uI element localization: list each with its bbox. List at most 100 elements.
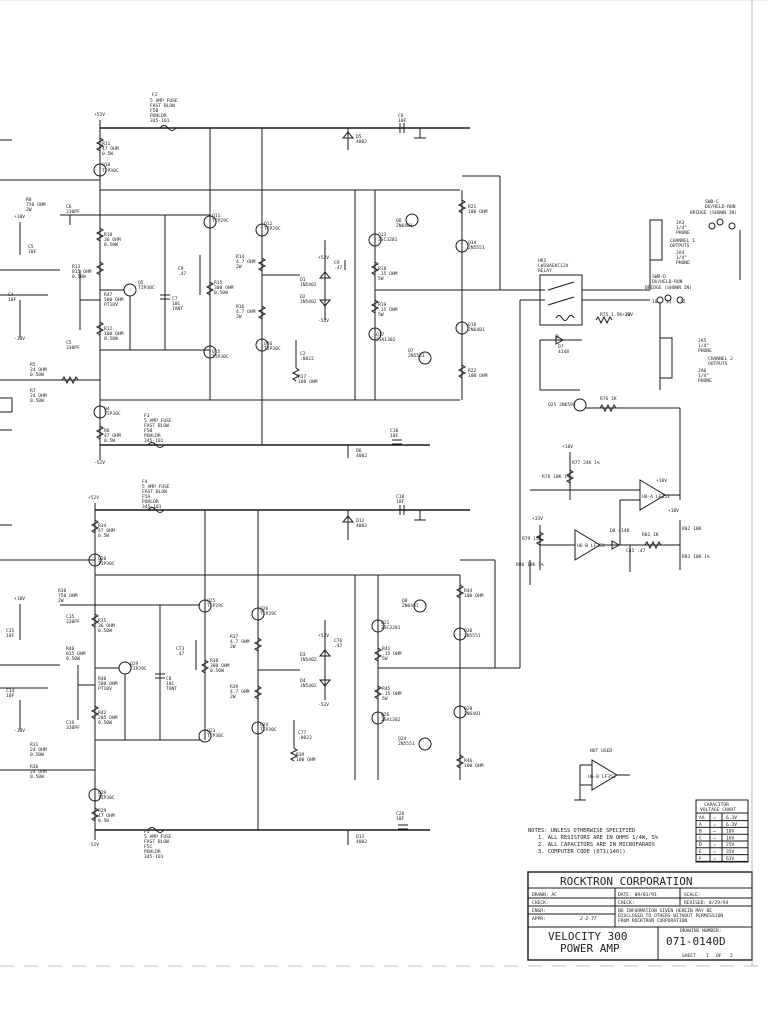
svg-text:10F: 10F	[6, 633, 15, 639]
svg-text:2SC3281: 2SC3281	[378, 237, 398, 243]
notes-block: NOTES: UNLESS OTHERWISE SPECIFIED 1. ALL…	[528, 828, 659, 855]
svg-text:2N6401: 2N6401	[468, 327, 485, 333]
svg-text:VOLTAGE CHART: VOLTAGE CHART	[700, 807, 736, 813]
svg-text:.0022: .0022	[298, 735, 312, 741]
svg-text:5 AMP FUSE: 5 AMP FUSE	[144, 418, 172, 424]
svg-text:2W: 2W	[230, 694, 236, 700]
svg-text:FAST BLOW: FAST BLOW	[142, 489, 167, 495]
svg-text:Q12: Q12	[264, 221, 273, 227]
svg-text:R15: R15	[214, 280, 223, 286]
capacitor-voltage-chart: CAPACITOR VOLTAGE CHART AA⇒6.3VA⇒6.3VB⇒1…	[695, 799, 749, 863]
svg-text:D3: D3	[300, 652, 306, 658]
relay-hr1	[539, 274, 583, 326]
svg-text:4002: 4002	[356, 139, 367, 145]
svg-text:R46: R46	[464, 758, 473, 764]
svg-text:TIP30C: TIP30C	[98, 561, 115, 567]
svg-text:1N5402: 1N5402	[300, 683, 317, 689]
svg-text:JA4: JA4	[676, 250, 685, 256]
svg-text:R47: R47	[104, 292, 113, 298]
svg-text:U6-B LF353: U6-B LF353	[588, 774, 616, 780]
svg-text:10F: 10F	[396, 816, 405, 822]
svg-text:TIP30C: TIP30C	[264, 346, 281, 352]
svg-text:330PF: 330PF	[66, 345, 80, 351]
svg-text:R10: R10	[104, 232, 113, 238]
svg-text:C20: C20	[396, 811, 405, 817]
svg-text:F5C: F5C	[144, 844, 153, 850]
svg-text:0.50W: 0.50W	[214, 290, 228, 296]
svg-text:DRAWN: AC: DRAWN: AC	[532, 892, 557, 898]
voltage-chart-value: 6.3V	[726, 815, 737, 821]
svg-text:TANT: TANT	[166, 686, 177, 692]
svg-text:OF: OF	[716, 953, 722, 959]
output-relay-section: HR1 LW18AEKC12V RELAY R75 1.5K 2W +33V D…	[495, 199, 741, 801]
svg-text:500 OHM: 500 OHM	[98, 681, 118, 687]
svg-text:2W: 2W	[236, 264, 242, 270]
svg-text:10C: 10C	[166, 681, 175, 687]
svg-text:5 AMP FUSE: 5 AMP FUSE	[142, 484, 170, 490]
svg-text:0.50W: 0.50W	[104, 242, 118, 248]
svg-text:Q20: Q20	[98, 556, 107, 562]
notes-line-1: 1. ALL RESISTORS ARE IN OHMS 1/4W, 5%	[538, 835, 659, 841]
opamp-not-used	[591, 759, 618, 791]
svg-text:Q10: Q10	[102, 162, 111, 168]
svg-text:4002: 4002	[356, 453, 367, 459]
voltage-chart-value: 16V	[726, 835, 735, 841]
svg-text:TIP29C: TIP29C	[212, 218, 229, 224]
svg-text:APPR:: APPR:	[532, 916, 546, 922]
svg-text:SWD-D: SWD-D	[652, 274, 666, 280]
svg-text:0.50W: 0.50W	[104, 336, 118, 342]
svg-text:.47: .47	[334, 643, 343, 649]
svg-text:TIP29C: TIP29C	[207, 603, 224, 609]
svg-text:300 OHM: 300 OHM	[214, 285, 234, 291]
svg-text:R21: R21	[468, 204, 477, 210]
svg-text:2SA1302: 2SA1302	[381, 717, 401, 723]
svg-text:1/4": 1/4"	[698, 343, 709, 349]
svg-text:R39: R39	[230, 684, 239, 690]
svg-text:R12: R12	[104, 326, 113, 332]
svg-text:36 OHM: 36 OHM	[98, 623, 115, 629]
svg-text:4002: 4002	[356, 523, 367, 529]
svg-text:24 OHM: 24 OHM	[30, 367, 47, 373]
svg-text:10F: 10F	[396, 499, 405, 505]
svg-text:POHLDR: POHLDR	[142, 499, 159, 505]
fuse-f2: F2 5 AMP FUSE FAST BLOW F5B POHLDR 345-1…	[150, 92, 178, 131]
svg-text:2W: 2W	[236, 314, 242, 320]
svg-text:DATE: 09/01/91: DATE: 09/01/91	[618, 892, 657, 898]
svg-text:F5B: F5B	[144, 428, 153, 434]
svg-text:5W: 5W	[378, 312, 384, 318]
voltage-chart-code: B	[699, 829, 702, 835]
svg-text:HR1: HR1	[538, 258, 547, 264]
svg-text:1/4": 1/4"	[676, 255, 687, 261]
svg-text:DU/HELD-RUN: DU/HELD-RUN	[652, 279, 683, 285]
svg-text:C5: C5	[28, 244, 34, 250]
svg-text:REVISED: 8/29/94: REVISED: 8/29/94	[684, 900, 728, 906]
svg-text:D6: D6	[356, 448, 362, 454]
svg-text:R78 18K 1%: R78 18K 1%	[542, 474, 570, 480]
svg-text:5 AMP FUSE: 5 AMP FUSE	[144, 834, 172, 840]
svg-text:PHONE: PHONE	[676, 260, 690, 266]
svg-text:NO INFORMATION GIVEN HEREIN MA: NO INFORMATION GIVEN HEREIN MAY BE	[618, 908, 712, 914]
svg-text:0.5W: 0.5W	[104, 438, 115, 444]
svg-text:345-101: 345-101	[144, 854, 164, 860]
svg-text:24 OHM: 24 OHM	[30, 393, 47, 399]
svg-text:0.5W: 0.5W	[98, 533, 109, 539]
svg-text:1N5402: 1N5402	[300, 657, 317, 663]
svg-text:C7: C7	[172, 296, 178, 302]
svg-text:R76 1K: R76 1K	[600, 396, 617, 402]
svg-text:TIP29C: TIP29C	[130, 666, 147, 672]
svg-text:2N6401: 2N6401	[402, 603, 419, 609]
svg-text:F4: F4	[142, 479, 148, 485]
notes-line-2: 2. ALL CAPACITORS ARE IN MICROFARADS	[538, 842, 655, 848]
fuse-f3: F3 5 AMP FUSE FAST BLOW F5B POHLDR 345-1…	[144, 413, 172, 448]
svg-text:R18: R18	[378, 266, 387, 272]
svg-text:D13: D13	[356, 834, 365, 840]
svg-text:D1: D1	[300, 277, 306, 283]
svg-text:345-101: 345-101	[150, 118, 170, 124]
svg-text:0.50W: 0.50W	[30, 398, 44, 404]
svg-text:POHLDR: POHLDR	[144, 849, 161, 855]
svg-text:0.50W: 0.50W	[98, 628, 112, 634]
svg-text:Q6: Q6	[396, 218, 402, 224]
svg-text:47 OHM: 47 OHM	[98, 528, 115, 534]
svg-text:Q29: Q29	[130, 661, 139, 667]
svg-text:R7: R7	[30, 388, 36, 394]
